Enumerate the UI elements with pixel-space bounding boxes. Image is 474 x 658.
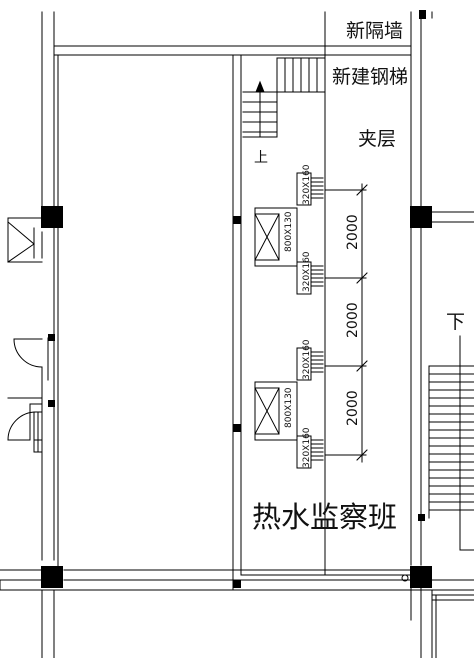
down-stair (428, 335, 474, 658)
dimension-3: 2000 (345, 390, 361, 426)
vent-2-size: 320X160 (302, 251, 312, 292)
outer-walls (0, 11, 474, 658)
dimension-chain (324, 183, 368, 463)
air-unit-bottom (254, 381, 298, 441)
corridor-walls (232, 11, 412, 591)
label-new-steel-stair: 新建钢梯 (332, 66, 408, 88)
room-name-label: 热水监察班 (252, 500, 397, 534)
small-marker-icon (401, 574, 409, 582)
dimension-2: 2000 (345, 302, 361, 338)
steel-stair (242, 57, 326, 138)
unit-bottom-size: 800X130 (284, 387, 294, 428)
vent-3-size: 320X160 (302, 339, 312, 380)
air-unit-top (254, 207, 298, 267)
left-doors (7, 217, 49, 453)
vent-4-size: 320X160 (302, 427, 312, 468)
label-mezzanine: 夹层 (358, 128, 396, 150)
label-down: 下 (446, 311, 465, 333)
structural-columns (41, 10, 432, 588)
dimension-1: 2000 (345, 214, 361, 250)
unit-top-size: 800X130 (284, 211, 294, 252)
vent-grilles (296, 172, 324, 469)
vent-1-size: 320X160 (302, 164, 312, 205)
label-new-partition-wall: 新隔墙 (346, 20, 403, 42)
label-up: 上 (254, 150, 268, 166)
